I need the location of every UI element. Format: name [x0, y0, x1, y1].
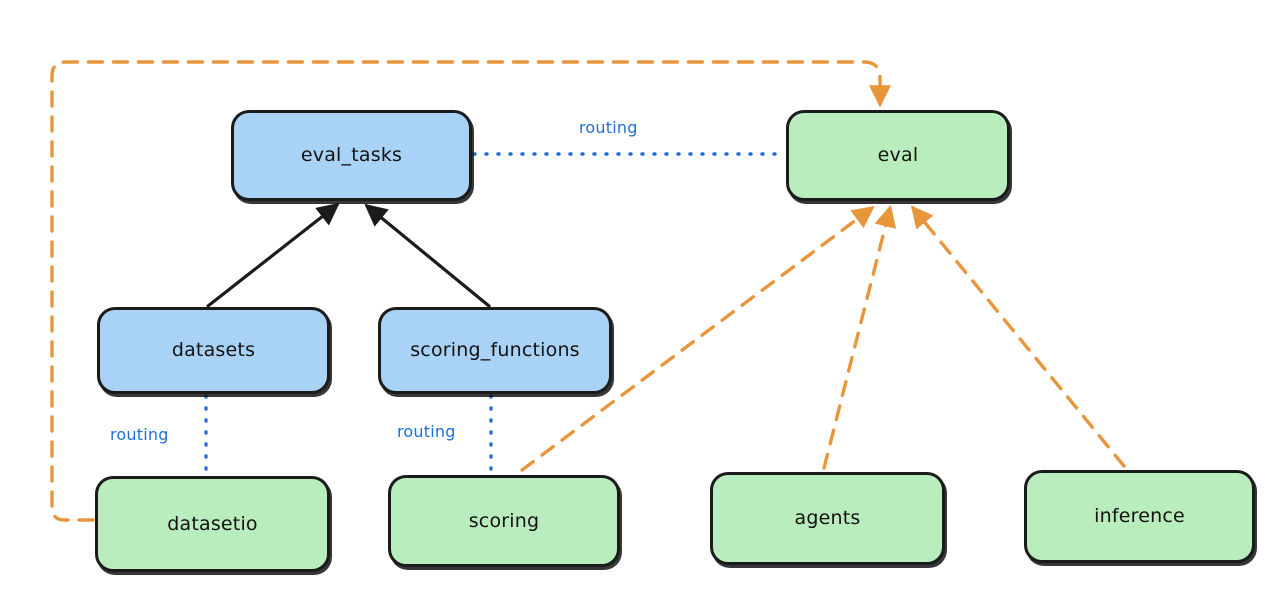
- node-label-datasets: datasets: [171, 339, 256, 362]
- edge-label-routing-scoring_functions-scoring: routing: [397, 422, 456, 441]
- edge-datasetio-to-eval: [50, 60, 892, 522]
- node-agents[interactable]: agents: [710, 472, 945, 565]
- edge-label-routing-datasets-datasetio: routing: [110, 425, 169, 444]
- node-eval_tasks[interactable]: eval_tasks: [231, 110, 472, 201]
- edge-agents-to-eval: [822, 204, 897, 470]
- node-label-eval_tasks: eval_tasks: [300, 144, 403, 167]
- node-label-agents: agents: [794, 507, 861, 530]
- node-datasets[interactable]: datasets: [97, 307, 330, 394]
- edge-inference-to-eval: [910, 205, 1126, 468]
- node-datasetio[interactable]: datasetio: [95, 476, 330, 572]
- node-label-inference: inference: [1094, 505, 1185, 528]
- node-label-scoring: scoring: [468, 509, 540, 532]
- edge-scoring-to-eval: [520, 206, 875, 472]
- edge-datasets-to-eval-tasks: [206, 202, 340, 308]
- edge-label-routing-eval_tasks-eval: routing: [579, 118, 638, 137]
- node-scoring[interactable]: scoring: [388, 475, 620, 567]
- node-scoring_functions[interactable]: scoring_functions: [378, 307, 612, 394]
- node-eval[interactable]: eval: [786, 110, 1010, 201]
- node-label-scoring_functions: scoring_functions: [410, 339, 580, 362]
- node-inference[interactable]: inference: [1024, 470, 1255, 563]
- node-label-datasetio: datasetio: [167, 512, 258, 535]
- edge-scoring-functions-to-eval-tasks: [364, 203, 491, 308]
- node-label-eval: eval: [877, 144, 919, 167]
